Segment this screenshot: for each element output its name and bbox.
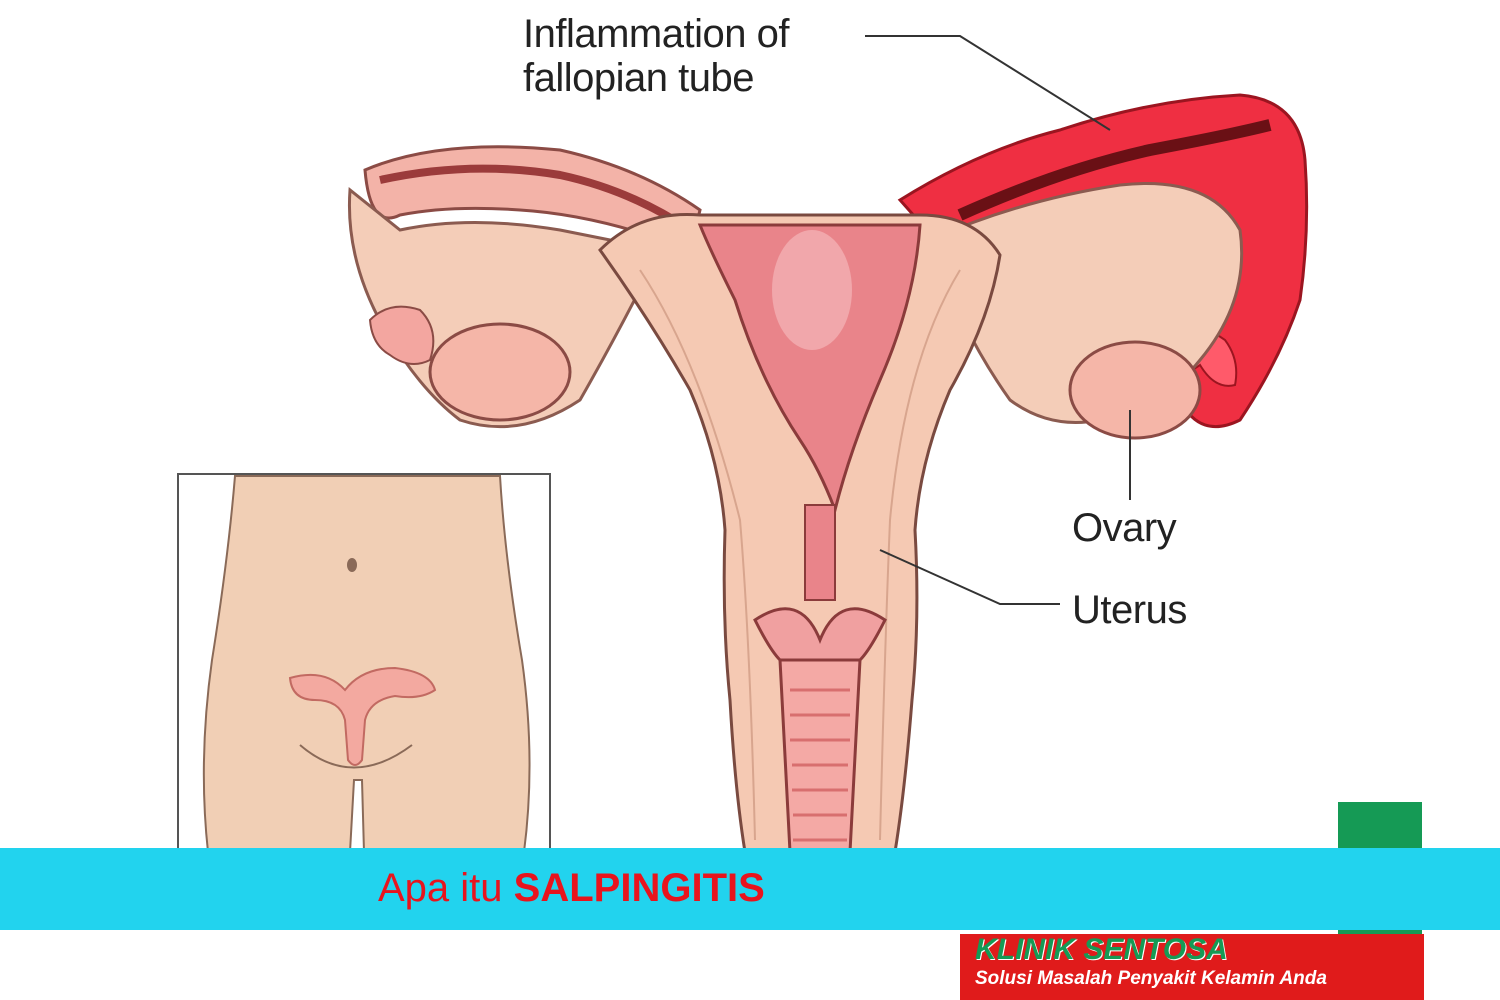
clinic-tagline: Solusi Masalah Penyakit Kelamin Anda — [975, 968, 1327, 989]
right-ovary — [1068, 340, 1202, 440]
uterus-label: Uterus — [1072, 588, 1187, 632]
left-ovary — [428, 322, 572, 422]
leader-lines — [865, 35, 1131, 605]
banner-prefix: Apa itu — [378, 866, 514, 910]
clinic-name: KLINIK SENTOSA — [975, 933, 1228, 966]
inflammation-label: Inflammation of fallopian tube — [523, 12, 789, 100]
clinic-box — [960, 934, 1424, 1000]
banner-keyword: SALPINGITIS — [513, 866, 765, 910]
reproductive-anatomy — [347, 93, 1309, 854]
body-inset — [177, 473, 551, 855]
title-banner — [0, 848, 1500, 930]
ovary-label: Ovary — [1072, 506, 1177, 550]
banner-title: Apa itu SALPINGITIS — [378, 866, 765, 910]
